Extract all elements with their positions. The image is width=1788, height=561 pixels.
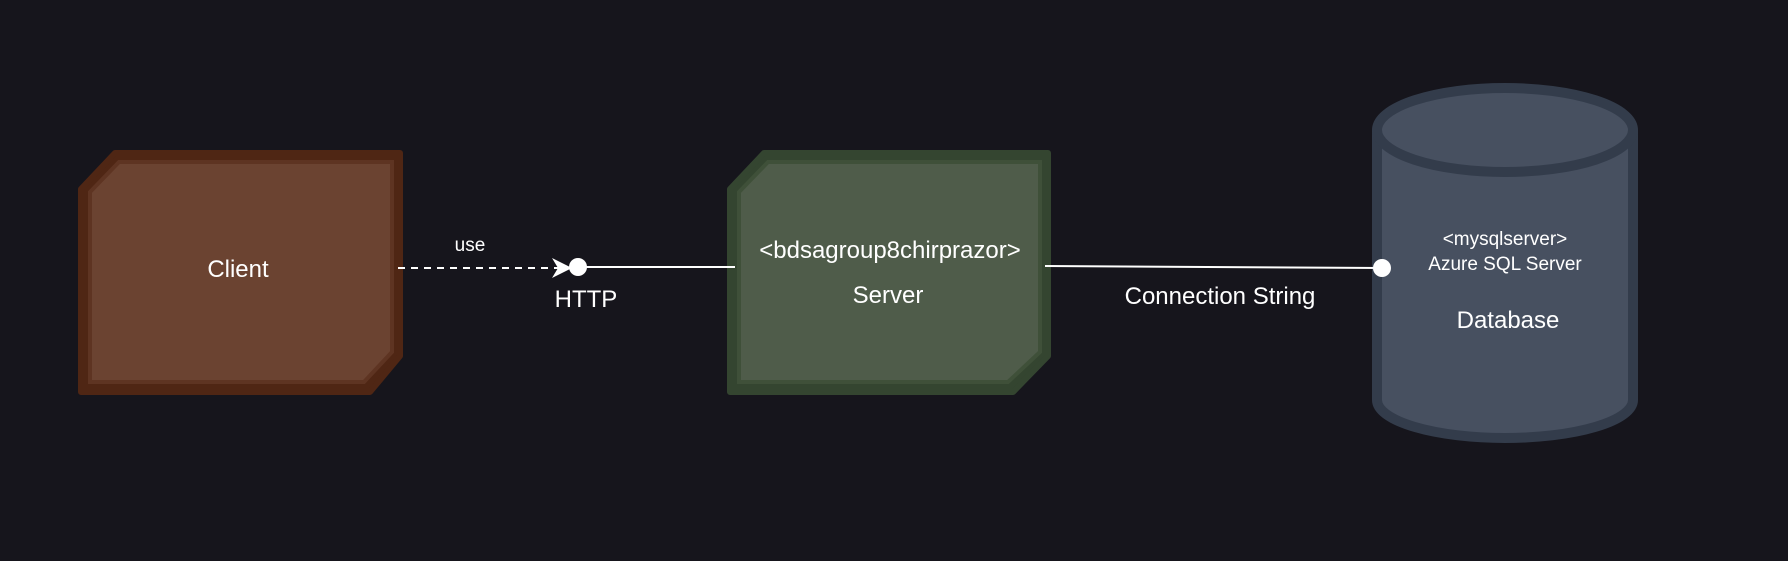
database-top: [1372, 83, 1638, 177]
server-database-edge[interactable]: Connection String: [1044, 259, 1391, 310]
database-stereotype: <mysqlserver>: [1443, 229, 1568, 250]
server-label: Server: [853, 282, 924, 309]
server-node-inner: [737, 160, 1042, 384]
use-label: use: [455, 235, 486, 256]
connection-string-label: Connection String: [1125, 283, 1316, 310]
database-label: Database: [1457, 307, 1560, 334]
database-node[interactable]: <mysqlserver> Azure SQL Server Database: [1372, 83, 1638, 443]
http-label: HTTP: [555, 286, 618, 313]
database-subtitle: Azure SQL Server: [1428, 254, 1582, 275]
client-label: Client: [207, 256, 269, 283]
server-stereotype: <bdsagroup8chirprazor>: [759, 237, 1021, 264]
connection-line: [1044, 265, 1383, 269]
client-server-edge[interactable]: use HTTP: [398, 235, 735, 313]
client-node[interactable]: Client: [78, 150, 403, 395]
client-node-inner: [88, 160, 394, 384]
database-connection-port: [1373, 259, 1391, 277]
server-node[interactable]: <bdsagroup8chirprazor> Server: [727, 150, 1051, 395]
database-body: [1372, 130, 1638, 443]
